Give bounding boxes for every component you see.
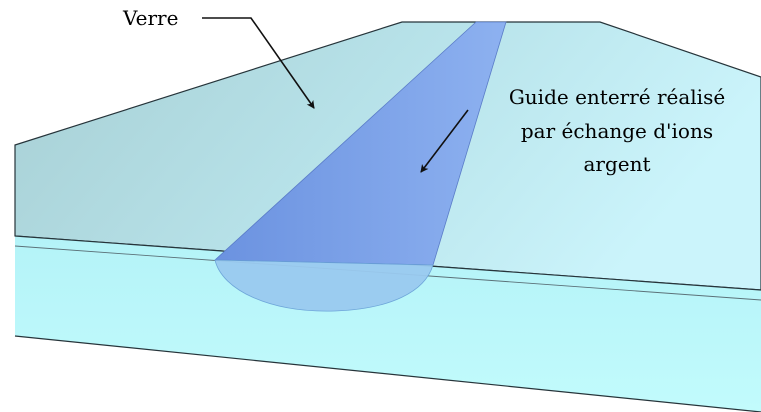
glass-arrow-icon [202,17,315,109]
guide-label-line-1: Guide enterré réalisé [509,85,725,109]
guide-arrow-icon [420,109,469,173]
glass-front-face [15,236,761,412]
guide-label-line-3: argent [583,152,650,176]
glass-front-bottom-edge [14,335,761,412]
waveguide-cross-section [214,259,434,312]
guide-label-line-2: par échange d'ions [521,119,713,143]
glass-label: Verre [122,6,178,30]
